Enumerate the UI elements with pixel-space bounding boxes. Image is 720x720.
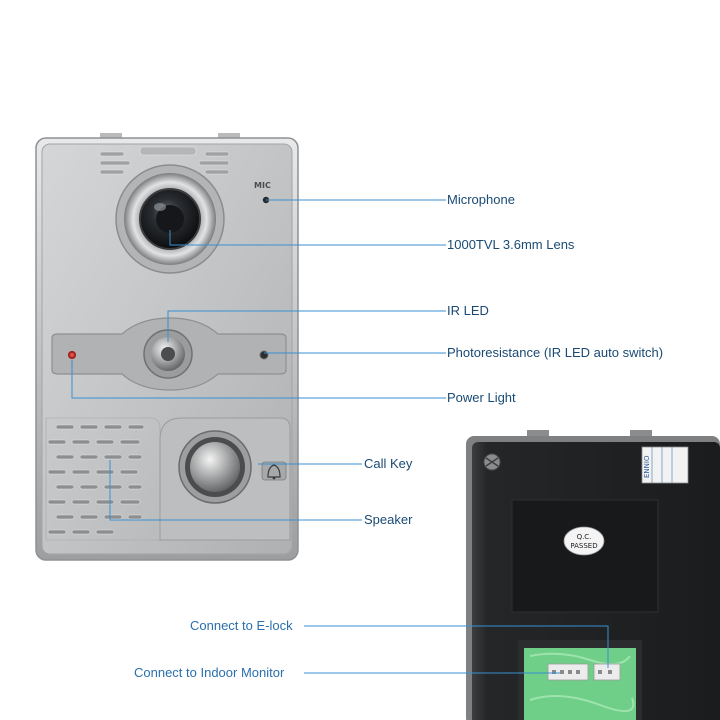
label-photoresistance: Photoresistance (IR LED auto switch) [447,345,664,360]
speaker-grille [45,417,161,541]
label-power-light: Power Light [447,390,516,405]
label-speaker: Speaker [364,512,413,527]
back-panel: ENNIO Q.C. PASSED [466,430,720,720]
label-call-key: Call Key [364,456,413,471]
bell-icon [261,461,287,481]
power-light [68,351,76,359]
label-e-lock: Connect to E-lock [190,618,293,633]
qc-line-1: Q.C. [577,533,592,541]
serial-sticker: ENNIO [641,446,689,484]
pcb-window [518,640,642,720]
mic-label: MIC [254,181,271,190]
sticker-brand: ENNIO [643,455,651,478]
camera-lens [115,164,225,274]
top-vents [99,146,230,175]
ir-led-bar [51,317,287,391]
front-callout-lines [71,199,446,521]
back-callout-lines [304,625,609,674]
label-ir-led: IR LED [447,303,489,318]
front-panel: MIC [35,133,299,561]
connector-e-lock [593,663,621,681]
call-key[interactable] [178,430,252,504]
label-microphone: Microphone [447,192,515,207]
qc-passed-sticker: Q.C. PASSED [563,526,605,556]
photoresistance [259,350,269,360]
label-lens: 1000TVL 3.6mm Lens [447,237,575,252]
label-indoor-monitor: Connect to Indoor Monitor [134,665,285,680]
qc-line-2: PASSED [570,542,597,550]
